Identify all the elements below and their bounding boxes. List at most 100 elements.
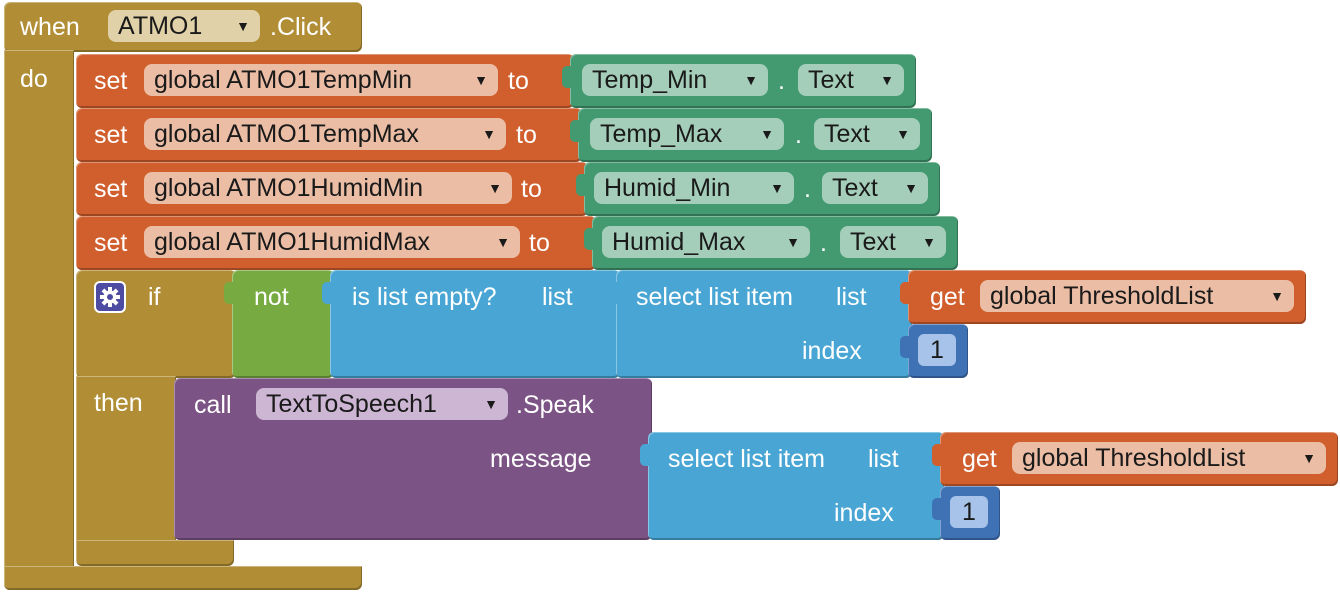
when-label: when: [20, 13, 80, 41]
property-dropdown-text[interactable]: Text ▼: [798, 64, 904, 96]
component-dropdown-humid-max[interactable]: Humid_Max ▼: [602, 226, 810, 258]
get-label: get: [962, 445, 997, 473]
variable-dropdown-threshold-list[interactable]: global ThresholdList ▼: [1012, 442, 1326, 474]
select-list-item-block[interactable]: [616, 270, 912, 378]
if-block-footer: [76, 540, 234, 566]
to-label: to: [521, 175, 542, 203]
input-connector: [576, 174, 585, 196]
select-list-item-label: select list item: [636, 283, 793, 311]
property-name: Text: [832, 174, 878, 202]
not-block[interactable]: [232, 270, 334, 378]
if-label: if: [148, 283, 161, 311]
dropdown-arrow-icon: ▼: [880, 72, 894, 88]
dropdown-arrow-icon: ▼: [1270, 288, 1284, 304]
index-label: index: [834, 499, 894, 527]
component-name: TextToSpeech1: [266, 390, 437, 418]
variable-dropdown-temp-max[interactable]: global ATMO1TempMax ▼: [144, 118, 506, 150]
list-label: list: [836, 283, 867, 311]
variable-name: global ThresholdList: [990, 282, 1214, 310]
dropdown-arrow-icon: ▼: [1302, 450, 1316, 466]
select-list-item-block[interactable]: [648, 432, 944, 540]
not-label: not: [254, 283, 289, 311]
component-dropdown-temp-max[interactable]: Temp_Max ▼: [590, 118, 784, 150]
property-dropdown-text[interactable]: Text ▼: [822, 172, 928, 204]
property-dropdown-text[interactable]: Text ▼: [814, 118, 920, 150]
variable-dropdown-humid-max[interactable]: global ATMO1HumidMax ▼: [144, 226, 520, 258]
is-list-empty-block[interactable]: [330, 270, 620, 378]
to-label: to: [529, 229, 550, 257]
dot-label: .: [795, 121, 802, 149]
variable-dropdown-threshold-list[interactable]: global ThresholdList ▼: [980, 280, 1294, 312]
input-connector: [608, 282, 617, 304]
get-label: get: [930, 283, 965, 311]
if-block-spine: [76, 376, 176, 546]
variable-name: global ATMO1HumidMin: [154, 174, 424, 202]
list-label: list: [868, 445, 899, 473]
dropdown-arrow-icon: ▼: [896, 126, 910, 142]
message-label: message: [490, 445, 592, 473]
component-dropdown-humid-min[interactable]: Humid_Min ▼: [594, 172, 794, 204]
dropdown-arrow-icon: ▼: [760, 126, 774, 142]
dropdown-arrow-icon: ▼: [488, 180, 502, 196]
property-name: Text: [808, 66, 854, 94]
select-list-item-label: select list item: [668, 445, 825, 473]
dropdown-arrow-icon: ▼: [496, 234, 510, 250]
dropdown-arrow-icon: ▼: [786, 234, 800, 250]
to-label: to: [516, 121, 537, 149]
component-name: Temp_Max: [600, 120, 723, 148]
event-block-body: [4, 50, 74, 590]
property-name: Text: [824, 120, 870, 148]
method-label: .Speak: [516, 391, 594, 419]
variable-dropdown-humid-min[interactable]: global ATMO1HumidMin ▼: [144, 172, 512, 204]
set-label: set: [94, 121, 128, 149]
list-label: list: [542, 283, 573, 311]
input-connector: [570, 120, 579, 142]
component-name: ATMO1: [118, 12, 203, 40]
dropdown-arrow-icon: ▼: [482, 126, 496, 142]
component-dropdown-atmo1[interactable]: ATMO1 ▼: [108, 10, 260, 42]
dropdown-arrow-icon: ▼: [770, 180, 784, 196]
input-connector: [640, 444, 649, 466]
input-connector: [584, 228, 593, 250]
dot-label: .: [778, 67, 785, 95]
component-name: Temp_Min: [592, 66, 708, 94]
input-connector: [900, 336, 909, 358]
dropdown-arrow-icon: ▼: [484, 396, 498, 412]
number-field[interactable]: 1: [918, 334, 956, 366]
dropdown-arrow-icon: ▼: [744, 72, 758, 88]
dropdown-arrow-icon: ▼: [236, 18, 250, 34]
set-label: set: [94, 67, 128, 95]
set-label: set: [94, 175, 128, 203]
event-name-label: .Click: [270, 13, 332, 41]
then-label: then: [94, 389, 143, 417]
component-dropdown-texttospeech1[interactable]: TextToSpeech1 ▼: [256, 388, 508, 420]
variable-name: global ATMO1TempMin: [154, 66, 412, 94]
dropdown-arrow-icon: ▼: [922, 234, 936, 250]
do-label: do: [20, 65, 48, 93]
is-list-empty-text: is list empty?: [352, 283, 497, 311]
component-dropdown-temp-min[interactable]: Temp_Min ▼: [582, 64, 768, 96]
input-connector: [932, 498, 941, 520]
call-label: call: [194, 391, 232, 419]
component-name: Humid_Max: [612, 228, 746, 256]
variable-dropdown-temp-min[interactable]: global ATMO1TempMin ▼: [144, 64, 498, 96]
dot-label: .: [820, 229, 827, 257]
number-field[interactable]: 1: [950, 496, 988, 528]
property-dropdown-text[interactable]: Text ▼: [840, 226, 946, 258]
property-name: Text: [850, 228, 896, 256]
event-block-footer: [4, 566, 362, 590]
dropdown-arrow-icon: ▼: [904, 180, 918, 196]
variable-name: global ATMO1TempMax: [154, 120, 419, 148]
input-connector: [932, 444, 941, 466]
dot-label: .: [804, 175, 811, 203]
dropdown-arrow-icon: ▼: [474, 72, 488, 88]
variable-name: global ThresholdList: [1022, 444, 1246, 472]
input-connector: [562, 66, 571, 88]
variable-name: global ATMO1HumidMax: [154, 228, 431, 256]
input-connector: [900, 282, 909, 304]
gear-icon[interactable]: [94, 281, 126, 313]
input-connector: [224, 282, 233, 304]
component-name: Humid_Min: [604, 174, 731, 202]
index-label: index: [802, 337, 862, 365]
is-list-empty-label: is list empty?: [352, 282, 496, 312]
